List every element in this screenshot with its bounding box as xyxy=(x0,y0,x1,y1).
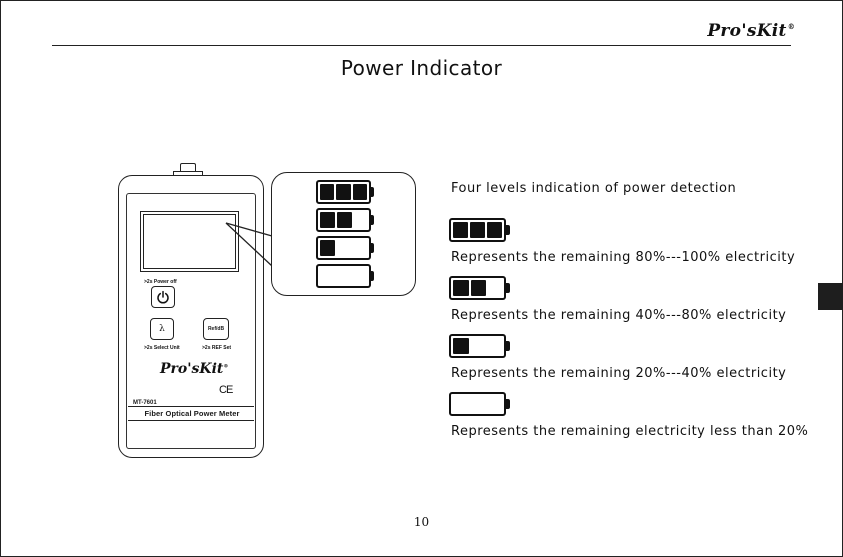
battery-body xyxy=(449,334,506,358)
battery-body xyxy=(316,208,371,232)
level-description: Represents the remaining 80%---100% elec… xyxy=(451,250,796,265)
ref-set-label: >2s REF Set xyxy=(202,345,232,351)
battery-cell xyxy=(453,280,469,296)
battery-cell xyxy=(320,240,335,256)
callout-battery-icon xyxy=(316,264,374,288)
level-description: Represents the remaining 40%---80% elect… xyxy=(451,308,787,323)
level-description: Represents the remaining electricity les… xyxy=(451,424,809,439)
page-number: 10 xyxy=(413,515,430,529)
battery-cell xyxy=(487,222,502,238)
brand-logo: Pro'sKit® xyxy=(707,21,795,41)
meter-strip-top xyxy=(128,406,254,407)
battery-cell xyxy=(336,184,351,200)
power-off-label: >2s Power off xyxy=(144,279,177,285)
legend-battery-icon xyxy=(449,334,510,358)
intro-text: Four levels indication of power detectio… xyxy=(451,181,737,196)
battery-cell xyxy=(337,212,352,228)
battery-body xyxy=(316,236,371,260)
legend-battery-icon xyxy=(449,218,510,242)
battery-terminal xyxy=(506,341,510,351)
meter-model: MT-7601 xyxy=(133,400,157,406)
battery-terminal xyxy=(506,225,510,235)
callout-battery-icon xyxy=(316,236,374,260)
battery-body xyxy=(316,180,371,204)
power-button xyxy=(151,286,175,308)
legend-battery-icon xyxy=(449,276,510,300)
callout-battery-icon xyxy=(316,180,374,204)
meter-screen xyxy=(143,214,236,269)
battery-terminal xyxy=(506,283,510,293)
meter-connector xyxy=(180,163,196,173)
battery-terminal xyxy=(371,243,374,253)
battery-cell xyxy=(453,222,468,238)
page-title: Power Indicator xyxy=(340,56,503,80)
battery-terminal xyxy=(371,271,374,281)
header-rule xyxy=(52,45,791,46)
select-unit-label: >2s Select Unit xyxy=(144,345,180,351)
callout-battery-icon xyxy=(316,208,374,232)
legend-battery-icon xyxy=(449,392,510,416)
battery-cell xyxy=(470,280,486,296)
ref-db-button: Ref/dB xyxy=(203,318,229,340)
battery-cell xyxy=(470,222,485,238)
meter-faceplate xyxy=(126,193,256,449)
battery-cell xyxy=(352,184,367,200)
battery-terminal xyxy=(371,187,374,197)
battery-cell xyxy=(320,212,335,228)
meter-body xyxy=(118,175,264,458)
battery-body xyxy=(449,276,506,300)
power-icon xyxy=(157,290,169,304)
battery-body xyxy=(449,392,506,416)
meter-name: Fiber Optical Power Meter xyxy=(144,409,240,418)
level-description: Represents the remaining 20%---40% elect… xyxy=(451,366,787,381)
wavelength-button: λ xyxy=(150,318,174,340)
meter-brand-logo: Pro'sKit® xyxy=(160,361,229,377)
battery-terminal xyxy=(506,399,510,409)
meter-strip-bottom xyxy=(128,420,254,421)
battery-cell xyxy=(320,184,335,200)
ce-mark: CE xyxy=(219,384,233,396)
battery-body xyxy=(316,264,371,288)
chapter-tab xyxy=(818,283,843,310)
battery-terminal xyxy=(371,215,374,225)
battery-body xyxy=(449,218,506,242)
battery-cell xyxy=(453,338,469,354)
